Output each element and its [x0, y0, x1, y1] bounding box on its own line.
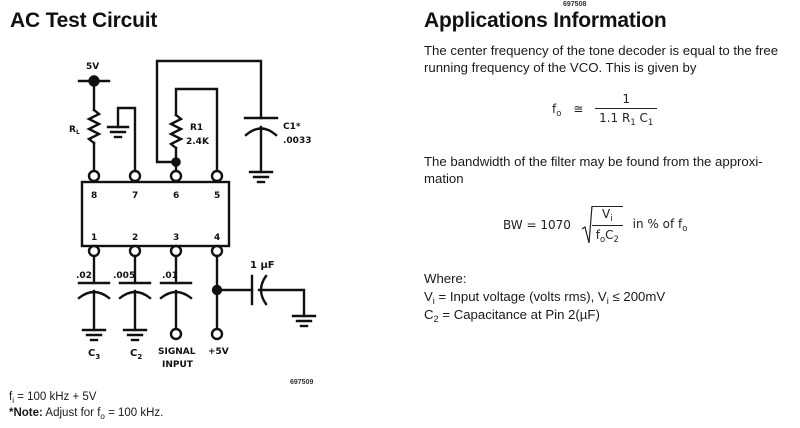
pin-label-5: 5	[214, 191, 220, 201]
r1-value: 2.4K	[186, 137, 210, 147]
pin4-supply-and-output-cap	[210, 254, 317, 341]
fi-subscript: i	[12, 395, 14, 405]
formula1-relation: ≅	[573, 102, 584, 117]
square-root-sign	[581, 205, 593, 244]
c3-label: C3	[88, 348, 100, 361]
formula2-lhs: BW = 1070	[503, 218, 571, 232]
note-label: *Note:	[9, 407, 43, 419]
output-cap-value: 1 µF	[250, 260, 275, 271]
center-frequency-formula: fo ≅ 1 1.1 R1 C1	[552, 92, 658, 127]
bottom-pin-terminals	[87, 244, 224, 258]
top-pin-terminals	[87, 169, 224, 183]
signal-input-label-line1: SIGNAL	[158, 347, 196, 357]
pin-label-3: 3	[173, 233, 179, 243]
formula2-fraction: Vi foC2	[591, 207, 623, 244]
pin-label-7: 7	[132, 191, 138, 201]
load-resistor-rl	[86, 79, 102, 174]
note-text-b: = 100 kHz.	[104, 407, 164, 419]
c1-value: .0033	[283, 136, 311, 146]
adjust-note: *Note: Adjust for fo = 100 kHz.	[9, 407, 163, 421]
formula1-numerator: 1	[595, 92, 658, 109]
c3-capacitor	[77, 254, 111, 342]
pin-label-4: 4	[214, 233, 220, 243]
r1-label: R1	[190, 123, 203, 133]
signal-input-label-line2: INPUT	[162, 360, 194, 370]
c3-value: .02	[76, 271, 92, 281]
formula2-denominator: foC2	[595, 228, 619, 244]
bandwidth-paragraph: The bandwidth of the filter may be found…	[424, 154, 763, 186]
formula2-numerator: Vi	[591, 207, 623, 226]
c2-label: C2	[130, 348, 142, 361]
c2-capacitor	[118, 254, 152, 342]
signal-input-terminal	[169, 327, 183, 341]
plus5v-terminal	[210, 327, 224, 341]
formula2-suffix: in % of fo	[632, 217, 688, 233]
ac-test-circuit-schematic: 5V RL R1 2.4K C1* .0033 8 7 6 5 1 2 3 4 …	[69, 59, 317, 370]
c1-label: C1*	[283, 122, 301, 132]
pin-label-1: 1	[91, 233, 97, 243]
figure-id-right: 697508	[563, 1, 587, 8]
where-input-voltage: Vi = Input voltage (volts rms), Vi ≤ 200…	[424, 289, 666, 307]
note-subscript: o	[100, 411, 105, 421]
rl-label: RL	[69, 125, 80, 136]
fi-symbol: f	[9, 391, 13, 403]
formula2-radical: Vi foC2	[581, 205, 623, 245]
pin-label-8: 8	[91, 191, 97, 201]
formula1-lhs: fo	[552, 101, 562, 118]
test-frequency-note: fi = 100 kHz + 5V	[9, 391, 96, 405]
applications-info-title: Applications Information	[424, 9, 667, 32]
formula1-fraction: 1 1.1 R1 C1	[595, 92, 658, 127]
figure-id-left: 697509	[290, 379, 314, 386]
note-text-a: Adjust for f	[42, 407, 101, 419]
ac-test-circuit-title: AC Test Circuit	[10, 9, 158, 32]
c1-feedback-loop	[155, 59, 263, 164]
pin-label-2: 2	[132, 233, 138, 243]
where-label: Where:	[424, 271, 467, 286]
input-capacitor	[159, 254, 193, 341]
ic-package	[80, 180, 231, 248]
center-frequency-paragraph: The center frequency of the tone decoder…	[424, 43, 779, 75]
fi-text: = 100 kHz + 5V	[14, 391, 97, 403]
r1-resistor	[168, 87, 219, 174]
bandwidth-formula: BW = 1070 Vi foC2 in % of fo	[503, 205, 687, 245]
where-capacitance: C2 = Capacitance at Pin 2(µF)	[424, 307, 600, 325]
r1-junction-dot	[171, 157, 181, 167]
formula1-denominator: 1.1 R1 C1	[599, 111, 654, 127]
pin7-ground-stub	[106, 106, 137, 174]
pin-label-6: 6	[173, 191, 179, 201]
c1-capacitor	[243, 116, 279, 184]
input-cap-value: .01	[162, 271, 178, 281]
c2-value: .005	[113, 271, 135, 281]
plus5v-label: +5V	[208, 347, 229, 357]
supply-label: 5V	[86, 62, 99, 72]
